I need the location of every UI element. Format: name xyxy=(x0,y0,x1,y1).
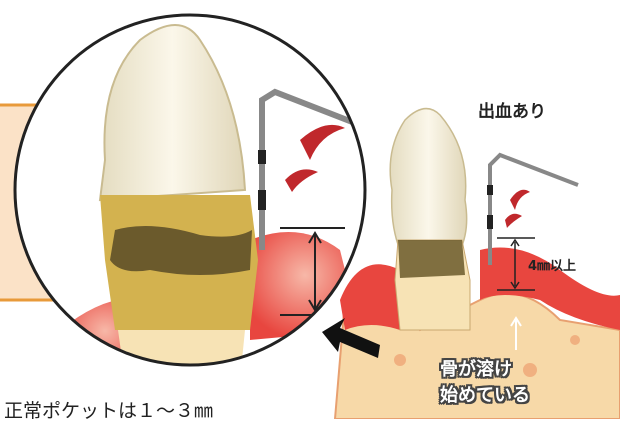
bone-loss-label-line2: 始めている xyxy=(440,381,530,407)
blood-drop-icon-right xyxy=(505,190,530,228)
zoom-circle xyxy=(15,15,365,380)
tooth-right xyxy=(390,109,470,330)
pocket-depth-label: 4㎜以上 xyxy=(528,255,576,274)
bleeding-label: 出血あり xyxy=(478,97,546,122)
bone-loss-label-line1: 骨が溶け xyxy=(440,355,512,381)
